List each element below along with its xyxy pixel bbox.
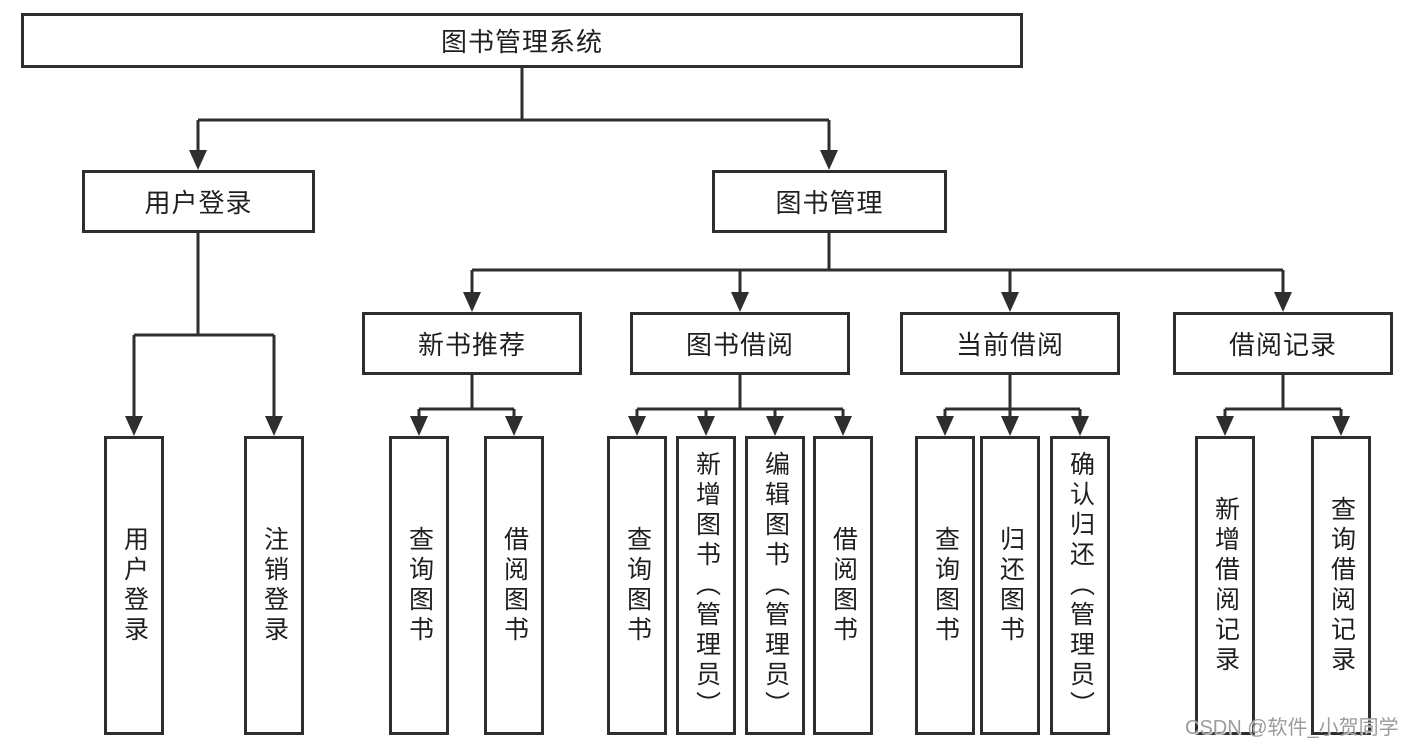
node-book-borrowing: 图书借阅 <box>630 312 850 375</box>
leaf-add-books-admin: 新增图书（管理员） <box>676 436 736 735</box>
leaf-add-books-admin-label: 新增图书（管理员） <box>692 450 721 721</box>
node-user-login-label: 用户登录 <box>144 188 253 218</box>
leaf-borrow-books-borrowing: 借阅图书 <box>813 436 873 735</box>
branch-borrowing <box>635 374 845 420</box>
leaf-query-borrow-record: 查询借阅记录 <box>1311 436 1371 735</box>
leaf-logout: 注销登录 <box>244 436 304 735</box>
root-node-label: 图书管理系统 <box>440 27 603 57</box>
leaf-confirm-return-admin-label: 确认归还（管理员） <box>1066 450 1095 721</box>
arrowheads <box>125 150 1350 436</box>
leaf-add-borrow-record-label: 新增借阅记录 <box>1211 495 1240 676</box>
node-book-management-label: 图书管理 <box>775 188 884 218</box>
leaf-query-books-borrowing: 查询图书 <box>607 436 667 735</box>
branch-new-books <box>417 374 516 420</box>
node-user-login: 用户登录 <box>82 170 315 233</box>
node-current-borrowing: 当前借阅 <box>900 312 1120 375</box>
leaf-query-books-recommend: 查询图书 <box>389 436 449 735</box>
leaf-borrow-books-recommend: 借阅图书 <box>484 436 544 735</box>
leaf-logout-label: 注销登录 <box>260 525 289 646</box>
leaf-borrow-books-recommend-label: 借阅图书 <box>500 525 529 646</box>
node-new-book-recommendation-label: 新书推荐 <box>417 330 526 360</box>
leaf-return-books: 归还图书 <box>980 436 1040 735</box>
node-borrowing-records-label: 借阅记录 <box>1228 330 1337 360</box>
leaf-add-borrow-record: 新增借阅记录 <box>1195 436 1255 735</box>
leaf-query-borrow-record-label: 查询借阅记录 <box>1327 495 1356 676</box>
branch-records <box>1223 374 1343 420</box>
leaf-edit-books-admin-label: 编辑图书（管理员） <box>761 450 790 721</box>
node-new-book-recommendation: 新书推荐 <box>362 312 582 375</box>
branch-user-login <box>132 232 276 420</box>
branch-root-to-level2 <box>196 67 831 155</box>
root-node: 图书管理系统 <box>21 13 1023 68</box>
watermark: CSDN @软件_小贺同学 <box>1185 717 1399 739</box>
leaf-query-books-borrowing-label: 查询图书 <box>623 525 652 646</box>
node-current-borrowing-label: 当前借阅 <box>955 330 1064 360</box>
leaf-query-books-current: 查询图书 <box>915 436 975 735</box>
leaf-user-login-label: 用户登录 <box>120 525 149 646</box>
branch-current <box>943 374 1082 420</box>
leaf-return-books-label: 归还图书 <box>996 525 1025 646</box>
leaf-borrow-books-borrowing-label: 借阅图书 <box>829 525 858 646</box>
leaf-edit-books-admin: 编辑图书（管理员） <box>745 436 805 735</box>
leaf-user-login: 用户登录 <box>104 436 164 735</box>
node-book-management: 图书管理 <box>712 170 947 233</box>
leaf-query-books-current-label: 查询图书 <box>931 525 960 646</box>
branch-book-mgmt <box>470 232 1285 296</box>
leaf-confirm-return-admin: 确认归还（管理员） <box>1050 436 1110 735</box>
node-borrowing-records: 借阅记录 <box>1173 312 1393 375</box>
node-book-borrowing-label: 图书借阅 <box>685 330 794 360</box>
leaf-query-books-recommend-label: 查询图书 <box>405 525 434 646</box>
